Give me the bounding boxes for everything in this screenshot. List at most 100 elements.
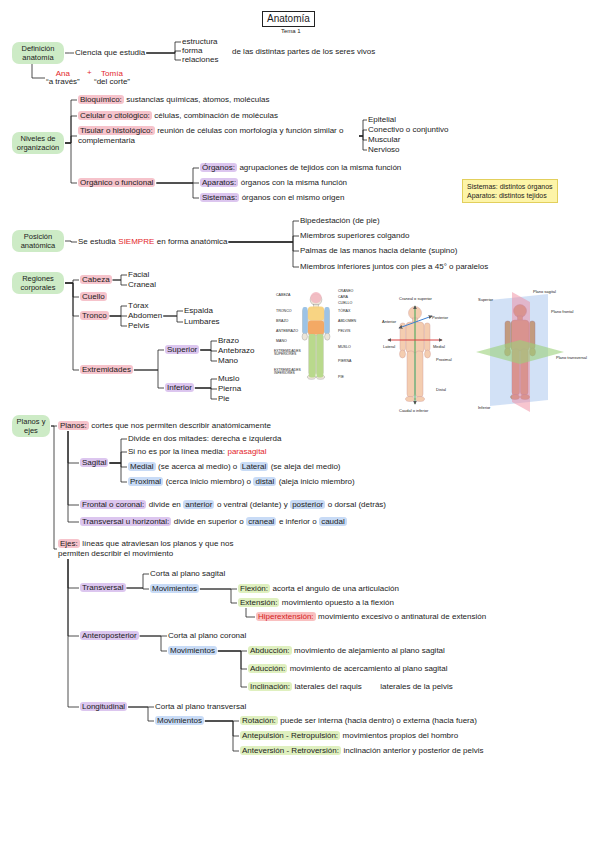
branch-line [146,53,181,60]
branch-line [128,707,154,721]
node-text: Planos y ejes [17,417,46,435]
node-text: Epitelial [368,115,396,124]
branch-line [109,452,127,463]
node-text: puede ser interna (hacia dentro) o exter… [280,716,477,725]
branch-item: Tronco [80,311,109,321]
figure-label: PIERNA [338,360,351,364]
node-text: Craneal [128,280,156,289]
branch-line [205,721,239,736]
branch-item: Tórax [128,301,148,311]
node-text: “a través” [46,78,80,86]
node-text: Palmas de las manos hacia delante (supin… [300,246,457,255]
node-text: Abdomen [128,311,162,320]
node-text: Regiones corporales [20,274,55,292]
figure-label: Inferior [478,406,490,410]
branch-item: Corta al plano transversal [155,702,246,712]
branch-item: Palmas de las manos hacia delante (supin… [300,246,457,256]
branch-item: Ana“a través” [46,70,80,86]
node-text: (se acerca al medio) o [158,462,237,471]
node-text: Pelvis [128,321,149,330]
node-text: Nervioso [368,145,400,154]
branch-item: Miembros inferiores juntos con pies a 45… [300,262,488,272]
node-text: Pierna [218,384,241,393]
node-text: Transversal u horizontal: [80,517,171,526]
node-text: laterales del raquis [295,682,362,691]
node-text: Divide en dos mitades: derecha e izquier… [128,434,281,443]
branch-item: Muscular [368,135,400,145]
figure-label: Anterior [382,320,396,324]
branch-item: Extensión:movimiento opuesto a la flexió… [238,598,394,608]
branch-line [218,651,247,687]
topic-bubble: Planos y ejes [12,415,50,437]
node-text: Cuello [80,292,107,301]
node-text: Corta al plano transversal [155,702,246,711]
node-text: (se aleja del medio) [271,462,341,471]
figure-label: BRAZO [276,320,288,324]
leg-region [317,334,324,378]
branch-line [359,120,367,136]
figure-label: ABDOMEN [338,320,356,324]
branch-line [68,559,79,636]
node-text: Tomía [94,70,130,78]
figure-label: MANO [276,340,287,344]
branch-item: Tomía“del corte” [94,70,130,86]
figure-label: EXTREMIDADES INFERIORES [274,369,296,376]
branch-line [65,136,77,143]
branch-line [134,350,164,370]
branch-item: Ejes:líneas que atraviesan los planos y … [58,539,258,559]
branch-item: Aparatos:órganos con la misma función [200,178,347,188]
node-text: Conectivo o conjuntivo [368,125,449,134]
figure-label: Plano frontal [551,310,573,314]
figure-label: CRÁNEO [338,290,353,294]
branch-line [65,100,77,143]
node-text: Sistemas: [200,193,239,202]
node-text: Anteroposterior [80,631,139,640]
node-text: Celular o citológico: [78,111,152,120]
branch-item: Extremidades [80,365,133,375]
branch-line [156,183,199,198]
node-text: Aparatos: distintos tejidos [467,191,553,200]
node-text: Pie [218,394,230,403]
branch-line [359,130,367,136]
branch-item: Si no es por la línea media:parasagital [128,447,267,457]
node-text: o ventral (delante) y [217,500,288,509]
transverse-plane [476,340,564,364]
branch-item: Tisular o histológico:reunión de células… [78,126,358,146]
node-text: Flexión: [238,584,270,593]
figure-label: TRONCO [276,310,292,314]
branch-item: Brazo [218,336,239,346]
topic-bubble: Niveles de organización [12,132,64,154]
topic-bubble: Regiones corporales [12,272,64,294]
node-text: líneas que atraviesan los planos y que n… [58,539,234,558]
node-text: acorta el ángulo de una articulación [273,584,399,593]
branch-item: Conectivo o conjuntivo [368,125,449,135]
branch-item: Inferior [165,383,194,393]
branch-line [200,341,217,350]
node-text: Órganos: [200,163,237,172]
node-text: “del corte” [94,78,130,86]
branch-line [68,559,79,707]
branch-line [113,275,127,280]
node-text: anterior [183,500,214,509]
branch-item: Espalda [184,306,213,316]
branch-item: Orgánico o funcional [78,178,155,188]
figure-label: Craneal o superior [399,297,432,301]
branch-line [65,283,79,297]
figure-label: MUSLO [338,346,351,350]
branch-line [68,559,79,588]
branch-item: Proximal(cerca inicio miembro) odistal(a… [128,477,355,487]
node-text: o dorsal (detrás) [328,500,386,509]
node-text: Definición anatomía [22,44,55,62]
branch-line [65,283,79,316]
figure-label: Lateral [383,345,395,349]
arm-region [303,307,308,334]
node-text: Espalda [184,306,213,315]
node-text: Miembros inferiores juntos con pies a 45… [300,262,488,271]
node-text: Si no es por la línea media: [128,447,225,456]
node-text: Corta al plano coronal [168,631,246,640]
figure-label: Proximal [436,358,452,362]
branch-item: Celular o citológico:células, combinació… [78,111,278,121]
branch-item: Cabeza [80,275,112,285]
node-text: Tórax [128,301,148,310]
